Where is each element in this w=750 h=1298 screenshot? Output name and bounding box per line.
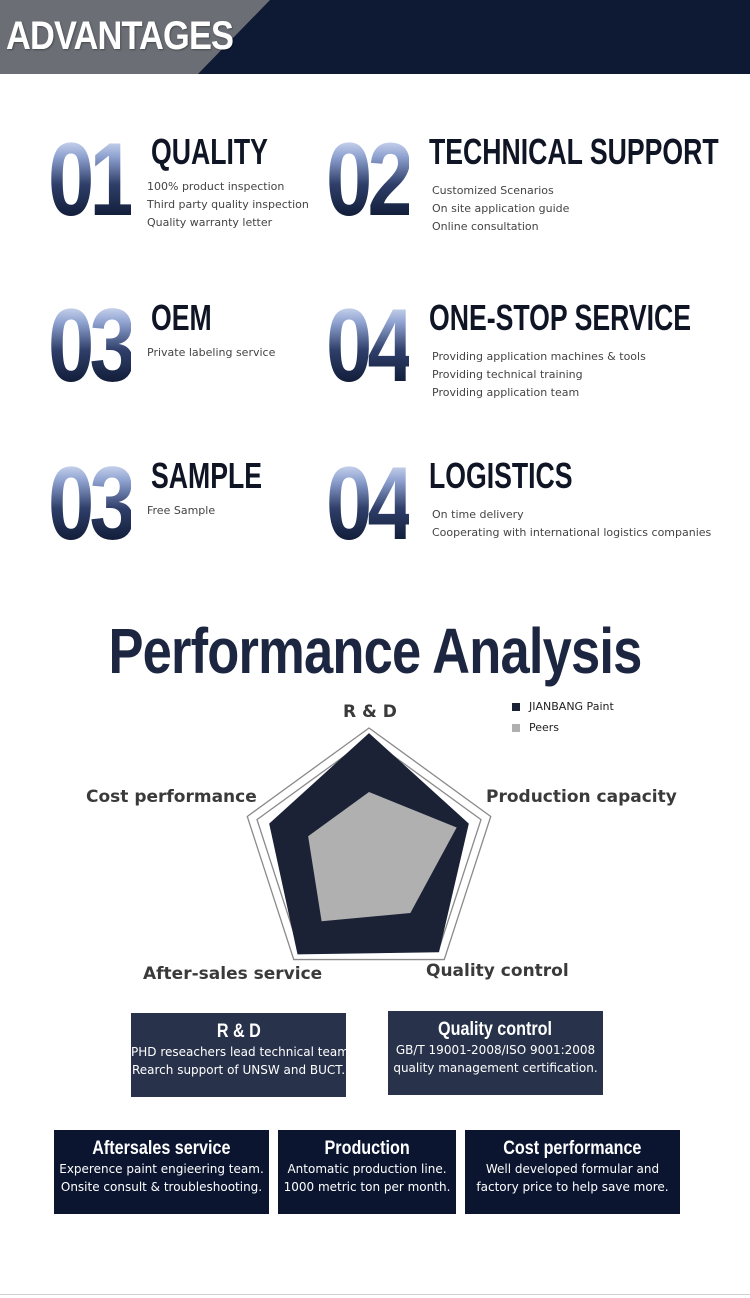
info-box-cost-performance: Cost performance Well developed formular… bbox=[465, 1130, 680, 1214]
advantage-line: On time delivery bbox=[432, 508, 524, 521]
chart-legend: JIANBANG Paint Peers bbox=[512, 696, 614, 738]
advantage-title: TECHNICAL SUPPORT bbox=[429, 131, 719, 172]
radar-axis-label: Cost performance bbox=[86, 787, 257, 807]
bottom-divider bbox=[0, 1294, 750, 1295]
info-box-line: factory price to help save more. bbox=[476, 1180, 669, 1194]
advantage-line: Free Sample bbox=[147, 504, 216, 517]
advantage-line: Providing application machines & tools bbox=[432, 350, 646, 363]
info-box-line: Rearch support of UNSW and BUCT. bbox=[131, 1063, 346, 1077]
advantage-lines: Private labeling service bbox=[147, 344, 275, 362]
advantage-line: On site application guide bbox=[432, 202, 570, 215]
advantage-number: 04 bbox=[326, 446, 414, 562]
advantage-line: Cooperating with international logistics… bbox=[432, 526, 712, 539]
advantage-lines: On time delivery Cooperating with intern… bbox=[432, 506, 711, 542]
advantage-number: 04 bbox=[326, 288, 414, 404]
info-box-line: Onsite consult & troubleshooting. bbox=[60, 1180, 263, 1194]
advantage-number: 02 bbox=[326, 122, 414, 238]
info-box-quality-control: Quality control GB/T 19001-2008/ISO 9001… bbox=[388, 1011, 603, 1095]
advantage-line: Third party quality inspection bbox=[147, 198, 309, 211]
performance-title: Performance Analysis bbox=[108, 615, 643, 687]
radar-ring bbox=[246, 727, 492, 961]
radar-axis-label: Production capacity bbox=[486, 787, 677, 807]
info-box-title: R & D bbox=[216, 1021, 261, 1042]
info-box-title: Quality control bbox=[438, 1019, 553, 1040]
info-box-line: 1000 metric ton per month. bbox=[283, 1180, 451, 1194]
advantage-lines: Customized Scenarios On site application… bbox=[432, 182, 569, 236]
advantage-title: QUALITY bbox=[151, 131, 268, 172]
info-box-production: Production Antomatic production line. 10… bbox=[278, 1130, 456, 1214]
radar-axis-label: R & D bbox=[343, 702, 397, 722]
advantage-line: 100% product inspection bbox=[147, 180, 285, 193]
advantage-number: 01 bbox=[48, 122, 136, 238]
radar-axis-label: Quality control bbox=[426, 961, 569, 981]
info-box-line: quality management certification. bbox=[393, 1061, 598, 1075]
advantage-number: 03 bbox=[48, 446, 136, 562]
advantage-lines: 100% product inspection Third party qual… bbox=[147, 178, 309, 232]
advantage-line: Quality warranty letter bbox=[147, 216, 273, 229]
advantage-line: Customized Scenarios bbox=[432, 184, 554, 197]
advantage-lines: Providing application machines & tools P… bbox=[432, 348, 646, 402]
advantage-title: LOGISTICS bbox=[429, 455, 573, 496]
legend-label: JIANBANG Paint bbox=[529, 700, 614, 713]
info-box-title: Cost performance bbox=[503, 1138, 642, 1159]
advantage-line: Providing technical training bbox=[432, 368, 583, 381]
header-tab bbox=[0, 0, 270, 74]
info-box-line: Well developed formular and bbox=[485, 1162, 660, 1176]
info-box-line: GB/T 19001-2008/ISO 9001:2008 bbox=[395, 1043, 596, 1057]
advantage-lines: Free Sample bbox=[147, 502, 215, 520]
legend-item: Peers bbox=[512, 717, 614, 738]
info-box-title: Production bbox=[324, 1138, 410, 1159]
header-background bbox=[0, 0, 750, 74]
info-box-line: PHD reseachers lead technical team. bbox=[131, 1045, 353, 1059]
info-box-line: Experence paint engieering team. bbox=[59, 1162, 264, 1176]
radar-axis-label: After-sales service bbox=[143, 964, 323, 984]
legend-item: JIANBANG Paint bbox=[512, 696, 614, 717]
info-box-line: Antomatic production line. bbox=[287, 1162, 447, 1176]
legend-swatch bbox=[512, 723, 520, 732]
info-box-aftersales: Aftersales service Experence paint engie… bbox=[54, 1130, 269, 1214]
legend-label: Peers bbox=[529, 721, 560, 734]
legend-swatch bbox=[512, 702, 520, 711]
info-box-title: Aftersales service bbox=[92, 1138, 231, 1159]
header-banner: ADVANTAGES bbox=[0, 0, 750, 74]
radar-series-peers bbox=[308, 792, 457, 922]
advantage-line: Private labeling service bbox=[147, 346, 276, 359]
advantage-title: SAMPLE bbox=[151, 455, 263, 496]
advantage-line: Providing application team bbox=[432, 386, 580, 399]
advantage-title: ONE-STOP SERVICE bbox=[429, 297, 692, 338]
advantage-number: 03 bbox=[48, 288, 136, 404]
advantage-title: OEM bbox=[151, 297, 212, 338]
advantage-line: Online consultation bbox=[432, 220, 539, 233]
header-title: ADVANTAGES bbox=[6, 14, 234, 58]
info-box-rd: R & D PHD reseachers lead technical team… bbox=[131, 1013, 353, 1097]
